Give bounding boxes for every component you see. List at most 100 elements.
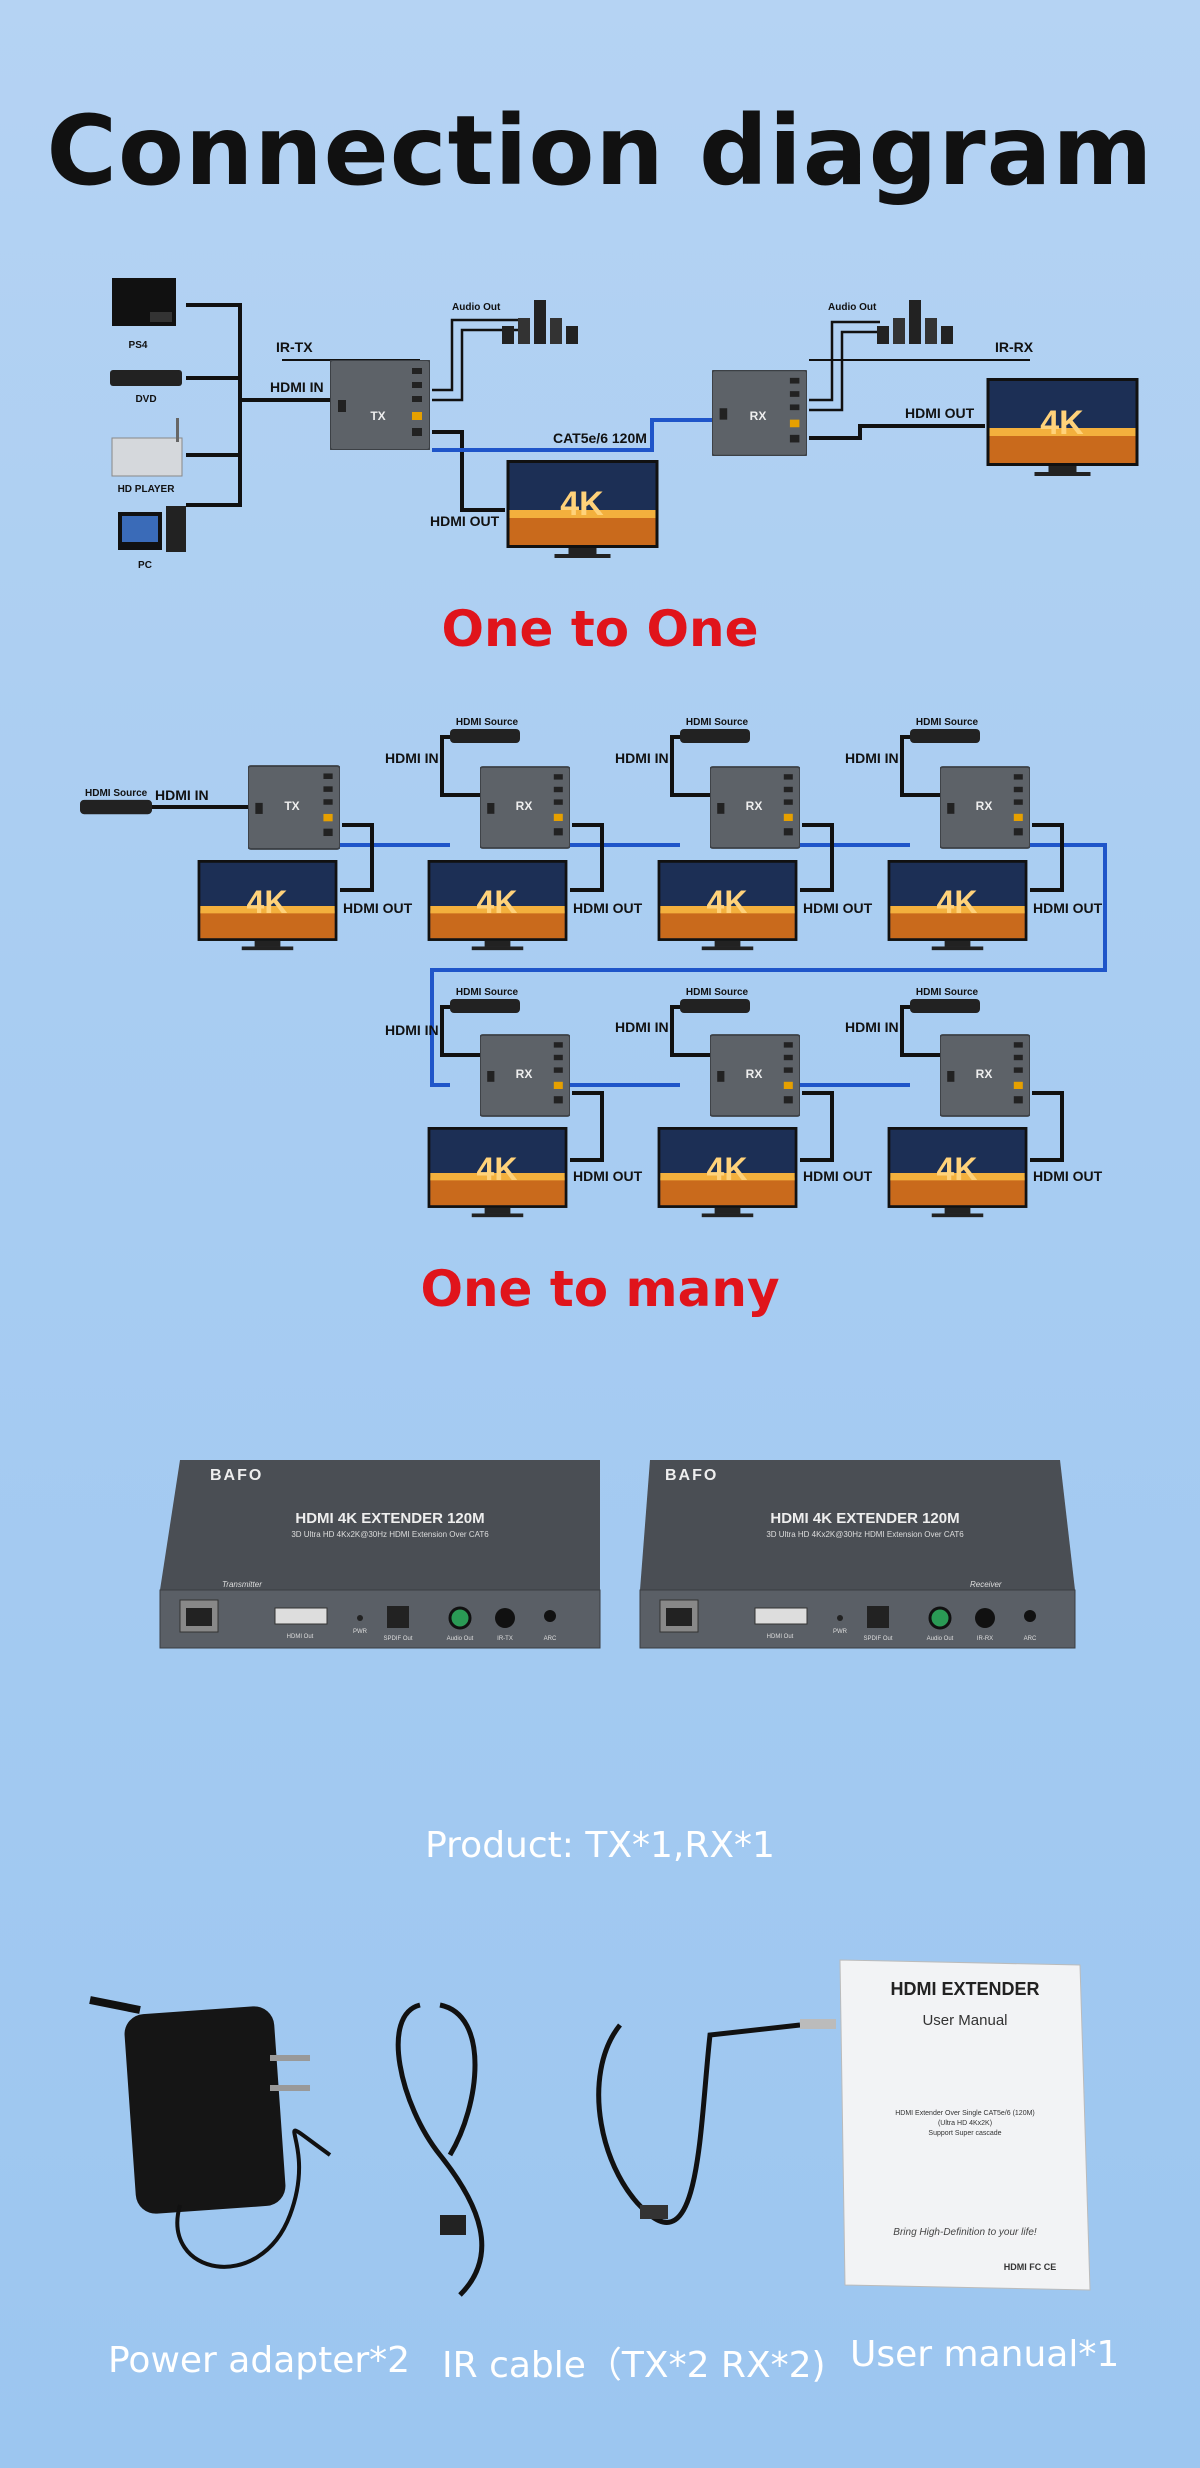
port-label: SPDIF Out [863, 1636, 892, 1642]
rx-audio-out-label: Audio Out [828, 302, 877, 313]
rx-label: RX [750, 409, 767, 423]
tv-badge: 4K [477, 1151, 518, 1187]
tx-unit [330, 360, 430, 450]
source-label-dvd: DVD [135, 394, 156, 405]
rx-hdmi-out-label: HDMI OUT [905, 405, 975, 421]
tv-badge: 4K [560, 485, 604, 523]
source-dvd [110, 370, 182, 386]
hdmi-out-label: HDMI OUT [573, 1168, 643, 1184]
tx-speakers [502, 300, 578, 344]
hdmi-source-label: HDMI Source [686, 717, 749, 728]
tv-badge: 4K [1040, 404, 1084, 442]
hdmi-source-label: HDMI Source [85, 788, 148, 799]
hdmi-in-label: HDMI IN [385, 750, 439, 766]
rx-label: RX [746, 799, 763, 813]
manual-desc-1: HDMI Extender Over Single CAT5e/6 (120M) [895, 2110, 1035, 2117]
power-adapter [89, 1996, 332, 2269]
model-subtitle: 3D Ultra HD 4Kx2K@30Hz HDMI Extension Ov… [766, 1530, 964, 1539]
tx-hdmi-out-label: HDMI OUT [430, 513, 500, 529]
tv-badge: 4K [247, 884, 288, 920]
tv-badge: 4K [707, 884, 748, 920]
hdmi-out-label: HDMI OUT [1033, 900, 1103, 916]
tv-badge: 4K [937, 1151, 978, 1187]
port-label: PWR [353, 1629, 368, 1635]
product-tx: BAFO HDMI 4K EXTENDER 120M 3D Ultra HD 4… [159, 1460, 601, 1649]
source-hd-player [111, 418, 183, 477]
tx-label: TX [370, 409, 385, 423]
tv-badge: 4K [937, 884, 978, 920]
section-one-to-one: One to One [441, 600, 759, 658]
rx-label: RX [516, 1067, 533, 1081]
hdmi-source-label: HDMI Source [916, 717, 979, 728]
one-to-one-diagram: PS4 DVD HD PLAYER PC HDMI IN IR-TX TX Au… [110, 278, 1139, 571]
tx-side-label: Transmitter [222, 1580, 262, 1589]
port-label: PWR [833, 1629, 848, 1635]
source-ps4 [112, 278, 176, 326]
manual-desc-3: Support Super cascade [928, 2130, 1001, 2137]
manual-title: HDMI EXTENDER [890, 1979, 1039, 1999]
rx-unit-row1-2: HDMI Source HDMI IN RX 4K HDMI OUT [615, 717, 873, 951]
hdmi-in-label: HDMI IN [615, 750, 669, 766]
product-caption: Product: TX*1,RX*1 [425, 1825, 775, 1866]
rx-side-label: Receiver [970, 1580, 1002, 1589]
hdmi-source-label: HDMI Source [456, 717, 519, 728]
label-hdmi-in: HDMI IN [270, 379, 324, 395]
port-label: ARC [544, 1636, 557, 1642]
hdmi-out-label: HDMI OUT [343, 900, 413, 916]
page-title: Connection diagram [46, 95, 1154, 207]
source-label-pc: PC [138, 560, 152, 571]
rx-unit-row1-3: HDMI Source HDMI IN RX 4K HDMI OUT [845, 717, 1103, 951]
label-ir-rx: IR-RX [995, 339, 1034, 355]
hdmi-in-label: HDMI IN [385, 1022, 439, 1038]
caption-power-adapter: Power adapter*2 [108, 2340, 411, 2381]
port-label: IR-TX [497, 1636, 513, 1642]
ir-cable-rx [596, 2019, 836, 2225]
caption-ir-cable: IR cable（TX*2 RX*2) [442, 2345, 826, 2386]
source-pc [118, 506, 186, 552]
caption-user-manual: User manual*1 [850, 2334, 1120, 2375]
port-label: HDMI Out [287, 1634, 314, 1640]
rx-unit-row2-3: HDMI Source HDMI IN RX 4K HDMI OUT [845, 987, 1103, 1218]
tv-badge: 4K [707, 1151, 748, 1187]
one-to-many-diagram: HDMI Source HDMI IN TX 4K HDMI OUT HDMI … [80, 717, 1107, 1218]
tx-label: TX [284, 799, 299, 813]
user-manual: HDMI EXTENDER User Manual HDMI Extender … [839, 1959, 1091, 2291]
ir-cable-tx [395, 2002, 485, 2297]
port-label: IR-RX [977, 1636, 993, 1642]
hdmi-in-label: HDMI IN [615, 1019, 669, 1035]
label-ir-tx: IR-TX [276, 339, 313, 355]
tx-audio-out-label: Audio Out [452, 302, 501, 313]
tv-badge: 4K [477, 884, 518, 920]
manual-footer: HDMI FC CE [1004, 2262, 1057, 2272]
port-label: Audio Out [927, 1636, 954, 1642]
hdmi-in-label: HDMI IN [845, 1019, 899, 1035]
hdmi-in-label: HDMI IN [845, 750, 899, 766]
hdmi-out-label: HDMI OUT [1033, 1168, 1103, 1184]
manual-subtitle: User Manual [922, 2012, 1007, 2029]
rx-label: RX [746, 1067, 763, 1081]
rx-unit-row2-1: HDMI Source HDMI IN RX 4K HDMI OUT [385, 987, 643, 1218]
port-label: ARC [1024, 1636, 1037, 1642]
source-label-hd-player: HD PLAYER [118, 484, 176, 495]
rx-label: RX [976, 1067, 993, 1081]
product-units: BAFO HDMI 4K EXTENDER 120M 3D Ultra HD 4… [159, 1460, 1076, 1649]
rx-speakers [877, 300, 953, 344]
hdmi-source-main [80, 799, 152, 815]
brand-logo: BAFO [210, 1467, 263, 1484]
rx-label: RX [976, 799, 993, 813]
model-subtitle: 3D Ultra HD 4Kx2K@30Hz HDMI Extension Ov… [291, 1530, 489, 1539]
hdmi-in-label: HDMI IN [155, 787, 209, 803]
section-one-to-many: One to many [420, 1260, 780, 1318]
hdmi-source-label: HDMI Source [916, 987, 979, 998]
hdmi-source-label: HDMI Source [456, 987, 519, 998]
manual-slogan: Bring High-Definition to your life! [893, 2227, 1037, 2238]
port-label: Audio Out [447, 1636, 474, 1642]
hdmi-out-label: HDMI OUT [803, 1168, 873, 1184]
accessories: HDMI EXTENDER User Manual HDMI Extender … [89, 1959, 1091, 2297]
rx-unit-row1-1: HDMI Source HDMI IN RX 4K HDMI OUT [385, 717, 643, 951]
rx-label: RX [516, 799, 533, 813]
port-label: HDMI Out [767, 1634, 794, 1640]
hdmi-out-label: HDMI OUT [573, 900, 643, 916]
brand-logo: BAFO [665, 1467, 718, 1484]
source-label-ps4: PS4 [129, 340, 148, 351]
